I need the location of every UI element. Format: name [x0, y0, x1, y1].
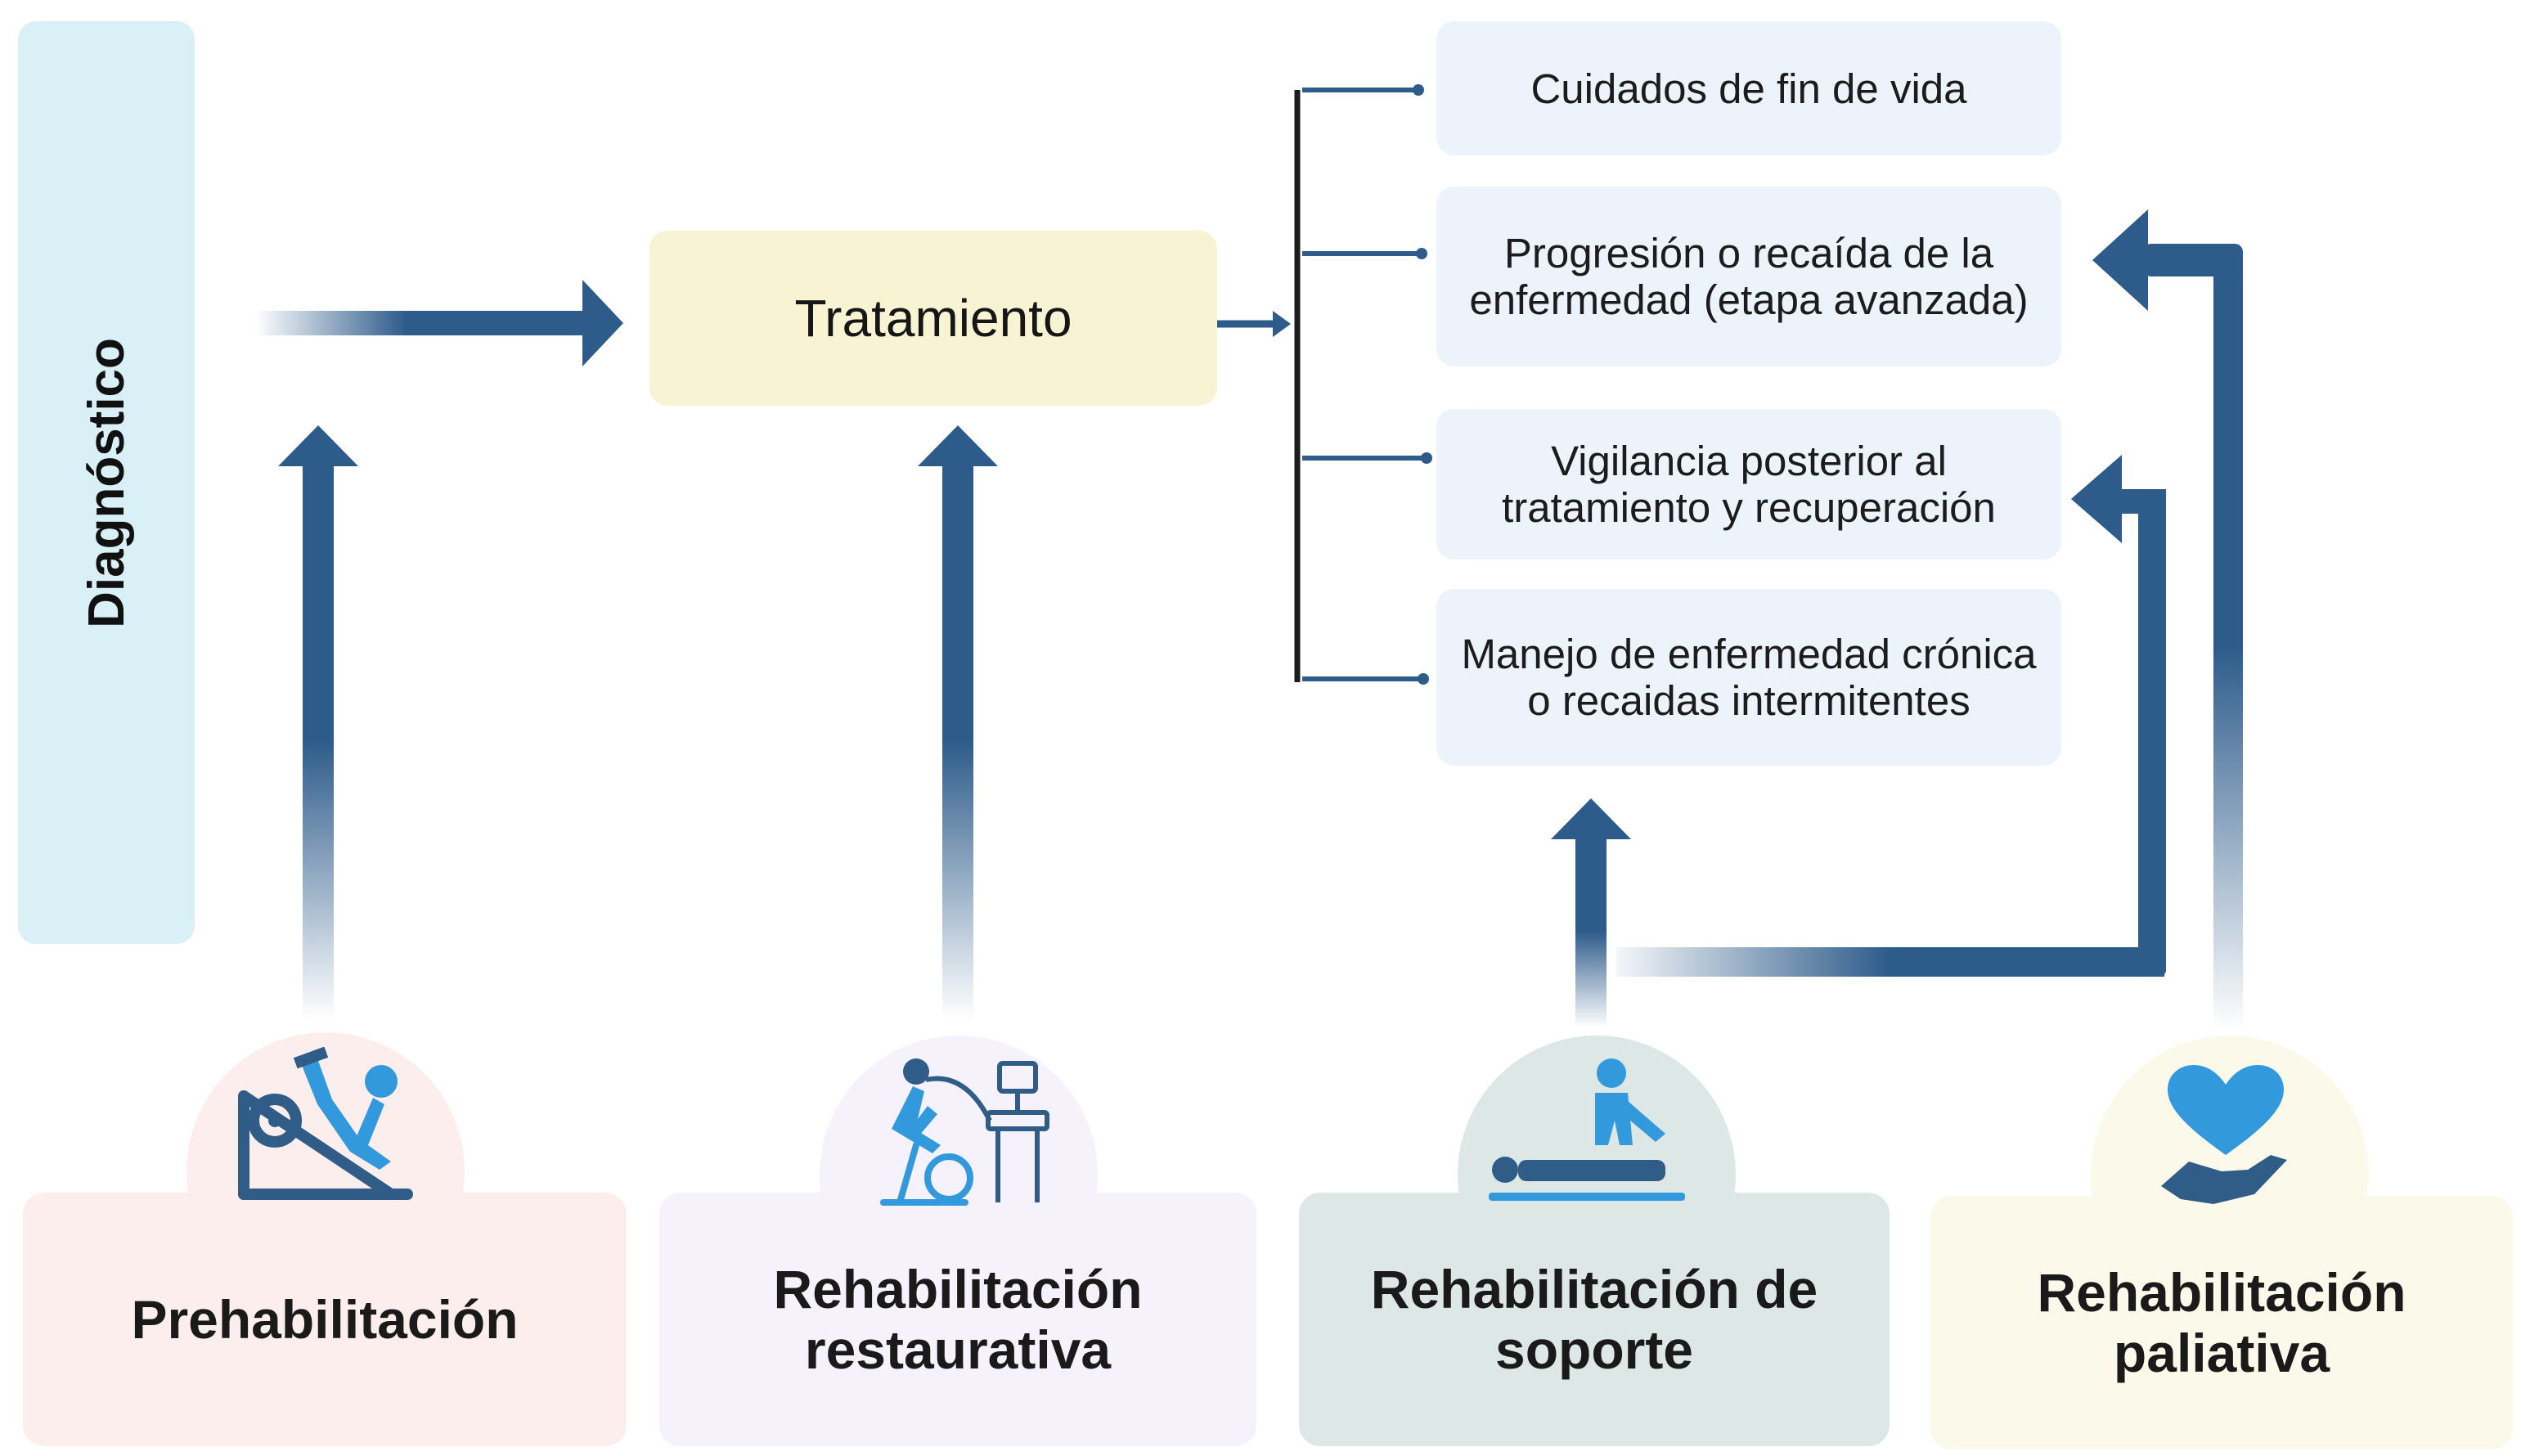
arrow-soporte-up: [1551, 798, 1631, 1027]
outcome-label: Vigilancia posterior al tratamiento y re…: [1502, 438, 1996, 531]
diagnostico-label: Diagnóstico: [78, 337, 135, 628]
card-label: Rehabilitación paliativa: [2037, 1262, 2406, 1383]
heart-in-hand-icon: [2161, 1065, 2287, 1204]
outcome-box-progresion: Progresión o recaída de la enfermedad (e…: [1436, 186, 2061, 366]
outcome-bracket: [1294, 84, 1432, 685]
outcome-box-fin-de-vida: Cuidados de fin de vida: [1436, 21, 2061, 155]
tratamiento-box: Tratamiento: [649, 231, 1217, 406]
card-prehabilitacion: Prehabilitación: [23, 1193, 627, 1446]
outcome-label: Cuidados de fin de vida: [1530, 65, 1967, 112]
tratamiento-label: Tratamiento: [794, 289, 1072, 348]
card-rehabilitacion-paliativa: Rehabilitación paliativa: [1930, 1196, 2513, 1449]
arrow-diagnostico-tratamiento: [255, 280, 623, 366]
outcome-label: Manejo de enfermedad crónica o recaidas …: [1461, 631, 2037, 724]
card-label: Prehabilitación: [131, 1289, 519, 1350]
arrow-restaurativa-up: [918, 425, 998, 1019]
card-label: Rehabilitación restaurativa: [773, 1259, 1143, 1380]
card-rehabilitacion-restaurativa: Rehabilitación restaurativa: [659, 1193, 1256, 1446]
arrow-paliativa-to-progresion: [2092, 209, 2243, 1031]
arrow-prehabilitacion-up: [278, 425, 358, 1019]
stationary-bike-monitor-icon: [880, 1058, 1049, 1206]
card-rehabilitacion-soporte: Rehabilitación de soporte: [1299, 1193, 1890, 1446]
leg-press-exercise-icon: [238, 1047, 413, 1200]
outcome-box-vigilancia: Vigilancia posterior al tratamiento y re…: [1436, 409, 2061, 559]
card-label: Rehabilitación de soporte: [1370, 1259, 1818, 1380]
arrow-tratamiento-bracket: [1217, 311, 1291, 337]
outcome-box-manejo-cronico: Manejo de enfermedad crónica o recaidas …: [1436, 589, 2061, 766]
diagnostico-box: Diagnóstico: [18, 21, 195, 944]
outcome-label: Progresión o recaída de la enfermedad (e…: [1469, 230, 2029, 323]
arrow-soporte-to-vigilancia: [1616, 455, 2166, 977]
physiotherapist-patient-icon: [1489, 1058, 1685, 1201]
